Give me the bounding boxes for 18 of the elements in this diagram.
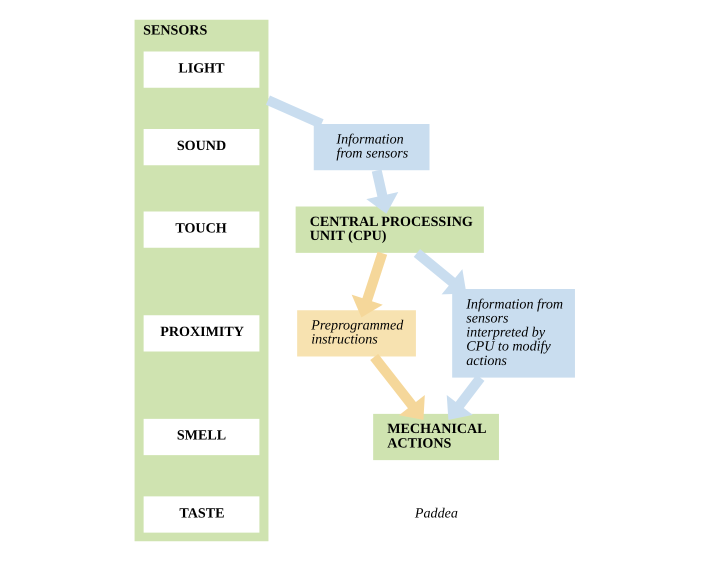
node-box: SOUND	[144, 129, 260, 166]
node-box: LIGHT	[144, 52, 260, 88]
node-box: MECHANICAL ACTIONS	[373, 414, 499, 460]
connector	[266, 96, 324, 128]
node-box: Information from sensors	[314, 124, 430, 170]
node-box: TOUCH	[144, 212, 260, 248]
node-box: Preprogrammed instructions	[297, 310, 416, 356]
node-box: SMELL	[144, 418, 260, 456]
node-box: CENTRAL PROCESSING UNIT (CPU)	[296, 206, 484, 253]
node-box: TASTE	[144, 496, 260, 533]
arrow	[352, 252, 388, 318]
arrow	[370, 354, 425, 420]
arrow	[366, 169, 398, 214]
node-box: Information from sensors interpreted by CPU to modify actions	[452, 289, 575, 378]
node-box: PROXIMITY	[144, 315, 260, 352]
label: Paddea	[414, 505, 458, 522]
arrow	[446, 374, 484, 420]
arrow	[414, 249, 466, 294]
